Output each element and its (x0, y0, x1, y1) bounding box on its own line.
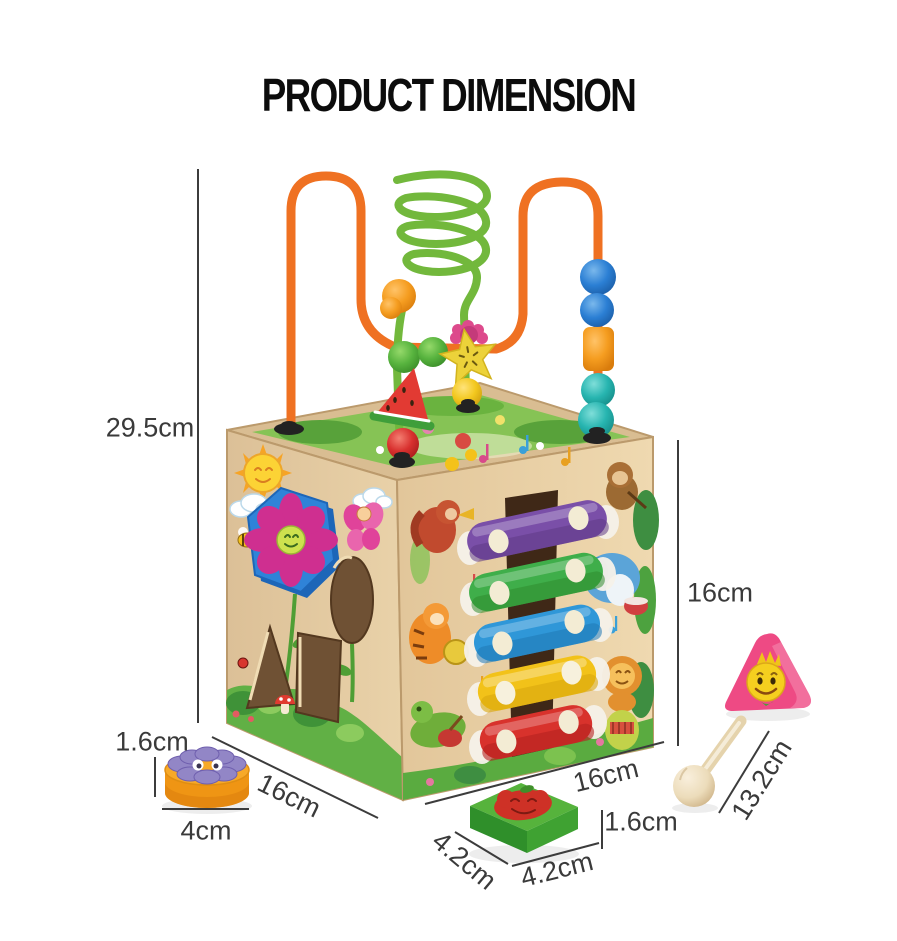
accordion-player-icon (605, 710, 639, 750)
squirrel-with-trumpet-icon (410, 500, 474, 553)
pink-triangle-piece (725, 633, 811, 711)
shape-hole-square (294, 631, 343, 724)
butterfly-icon (343, 502, 384, 551)
dim-label-flower-diameter: 4cm (180, 815, 232, 846)
xylophone-bar-purple (467, 500, 609, 562)
dim-line-cube-right (424, 741, 665, 805)
dim-label-cube-height: 16cm (686, 577, 754, 608)
red-bead (387, 428, 419, 460)
cube-left-face-shape-sorter (226, 428, 405, 802)
wooden-activity-cube (226, 381, 659, 802)
green-bead (388, 341, 420, 373)
orange-bead-small (380, 297, 402, 319)
dim-line-square-front (511, 842, 600, 867)
star-fruit-bead (438, 327, 497, 387)
orange-cylinder-bead (583, 327, 614, 371)
blue-bead (580, 293, 614, 327)
blue-bead (580, 259, 616, 295)
green-square-piece (470, 783, 578, 853)
mushroom-icon (275, 695, 295, 714)
ladybug-icon (237, 657, 249, 669)
wire-feet (274, 399, 611, 468)
turquoise-bead (581, 373, 615, 407)
dimension-lines (154, 169, 770, 867)
bead-maze (274, 170, 616, 468)
green-bead (418, 337, 448, 367)
pink-flower-bead (450, 320, 488, 344)
flower-cylinder-piece (164, 746, 250, 808)
dim-line-square-left (454, 831, 509, 865)
green-spiral-wire (393, 170, 492, 396)
watermelon-bead (369, 368, 435, 431)
dim-label-total-height: 29.5cm (105, 412, 195, 443)
yellow-bead (452, 378, 482, 408)
page-title: PRODUCT DIMENSION (261, 69, 637, 121)
orange-wire (286, 171, 603, 438)
grass (227, 685, 403, 800)
magenta-flower (244, 493, 338, 587)
dim-label-square-height: 1.6cm (604, 806, 678, 837)
red-apple-art (494, 785, 552, 821)
xylophone-bar-blue (473, 604, 602, 664)
hexagon-flower-piece (244, 486, 340, 598)
cube-right-face-xylophone (395, 435, 659, 802)
dim-label-flower-height: 1.6cm (115, 726, 189, 757)
tiger-with-cymbals-icon (409, 603, 469, 665)
xylophone-bar-yellow (477, 655, 599, 713)
crocodile-with-guitar-icon (410, 701, 466, 748)
cube-top-painted-scene (252, 394, 630, 468)
lion-icon (602, 656, 642, 712)
shape-holes (245, 555, 374, 724)
dim-line-mallet (718, 730, 770, 814)
shape-hole-circle (332, 555, 353, 569)
xylophone-bar-green (469, 552, 605, 614)
xylophone-bar-red (479, 705, 595, 761)
chick-icon (445, 457, 459, 471)
dim-line-cube-left (211, 736, 379, 819)
turquoise-bead (578, 402, 614, 438)
smiley-face (746, 651, 786, 706)
monkey-icon (606, 462, 647, 510)
sun-icon (234, 444, 292, 502)
accessories (162, 633, 811, 863)
wooden-mallet (673, 715, 747, 807)
